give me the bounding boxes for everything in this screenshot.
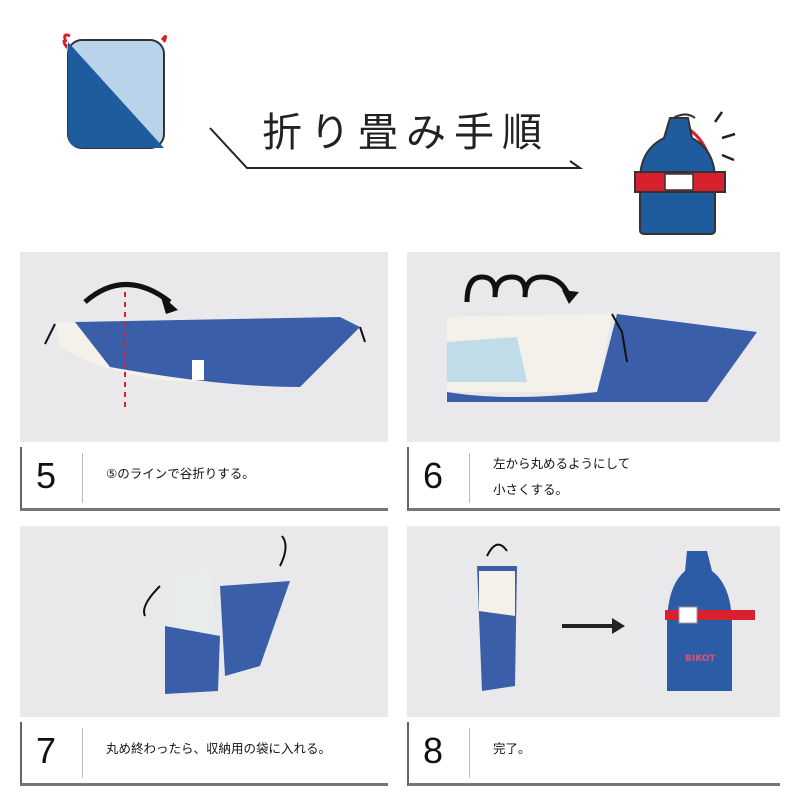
brand-logo: BIKOT: [685, 654, 716, 664]
step-text: 丸め終わったら、収納用の袋に入れる。: [106, 741, 332, 756]
open-bag-illustration: [62, 33, 168, 149]
step-5-caption: 5 ⑤のラインで谷折りする。: [20, 447, 388, 511]
divider: [82, 453, 83, 503]
step-text: ⑤のラインで谷折りする。: [106, 466, 255, 481]
divider: [82, 728, 83, 778]
step-text-line-2: 小さくする。: [493, 482, 569, 497]
title-underline: [209, 127, 584, 169]
step-8-photo: BIKOT: [407, 526, 780, 717]
step-number: 8: [423, 730, 444, 771]
bagging-image: [143, 535, 290, 694]
completed-bag-image: [477, 543, 755, 691]
step-number: 7: [36, 730, 57, 771]
divider: [469, 453, 470, 503]
page-title: 折り畳み手順: [262, 110, 550, 156]
step-text: 完了。: [493, 741, 531, 756]
rolling-bag-image: [447, 274, 757, 402]
step-8-caption: 8 完了。: [407, 722, 780, 786]
step-number: 6: [423, 455, 444, 496]
packed-bag-illustration: [634, 111, 736, 235]
step-6-caption: 6 左から丸めるようにして 小さくする。: [407, 447, 780, 511]
folded-bag-image: [44, 282, 366, 412]
step-5-photo: [20, 252, 388, 442]
step-text-line-1: 左から丸めるようにして: [493, 456, 631, 471]
step-7-photo: [20, 526, 388, 717]
step-number: 5: [36, 455, 57, 496]
step-7-caption: 7 丸め終わったら、収納用の袋に入れる。: [20, 722, 388, 786]
divider: [469, 728, 470, 778]
step-6-photo: [407, 252, 780, 442]
